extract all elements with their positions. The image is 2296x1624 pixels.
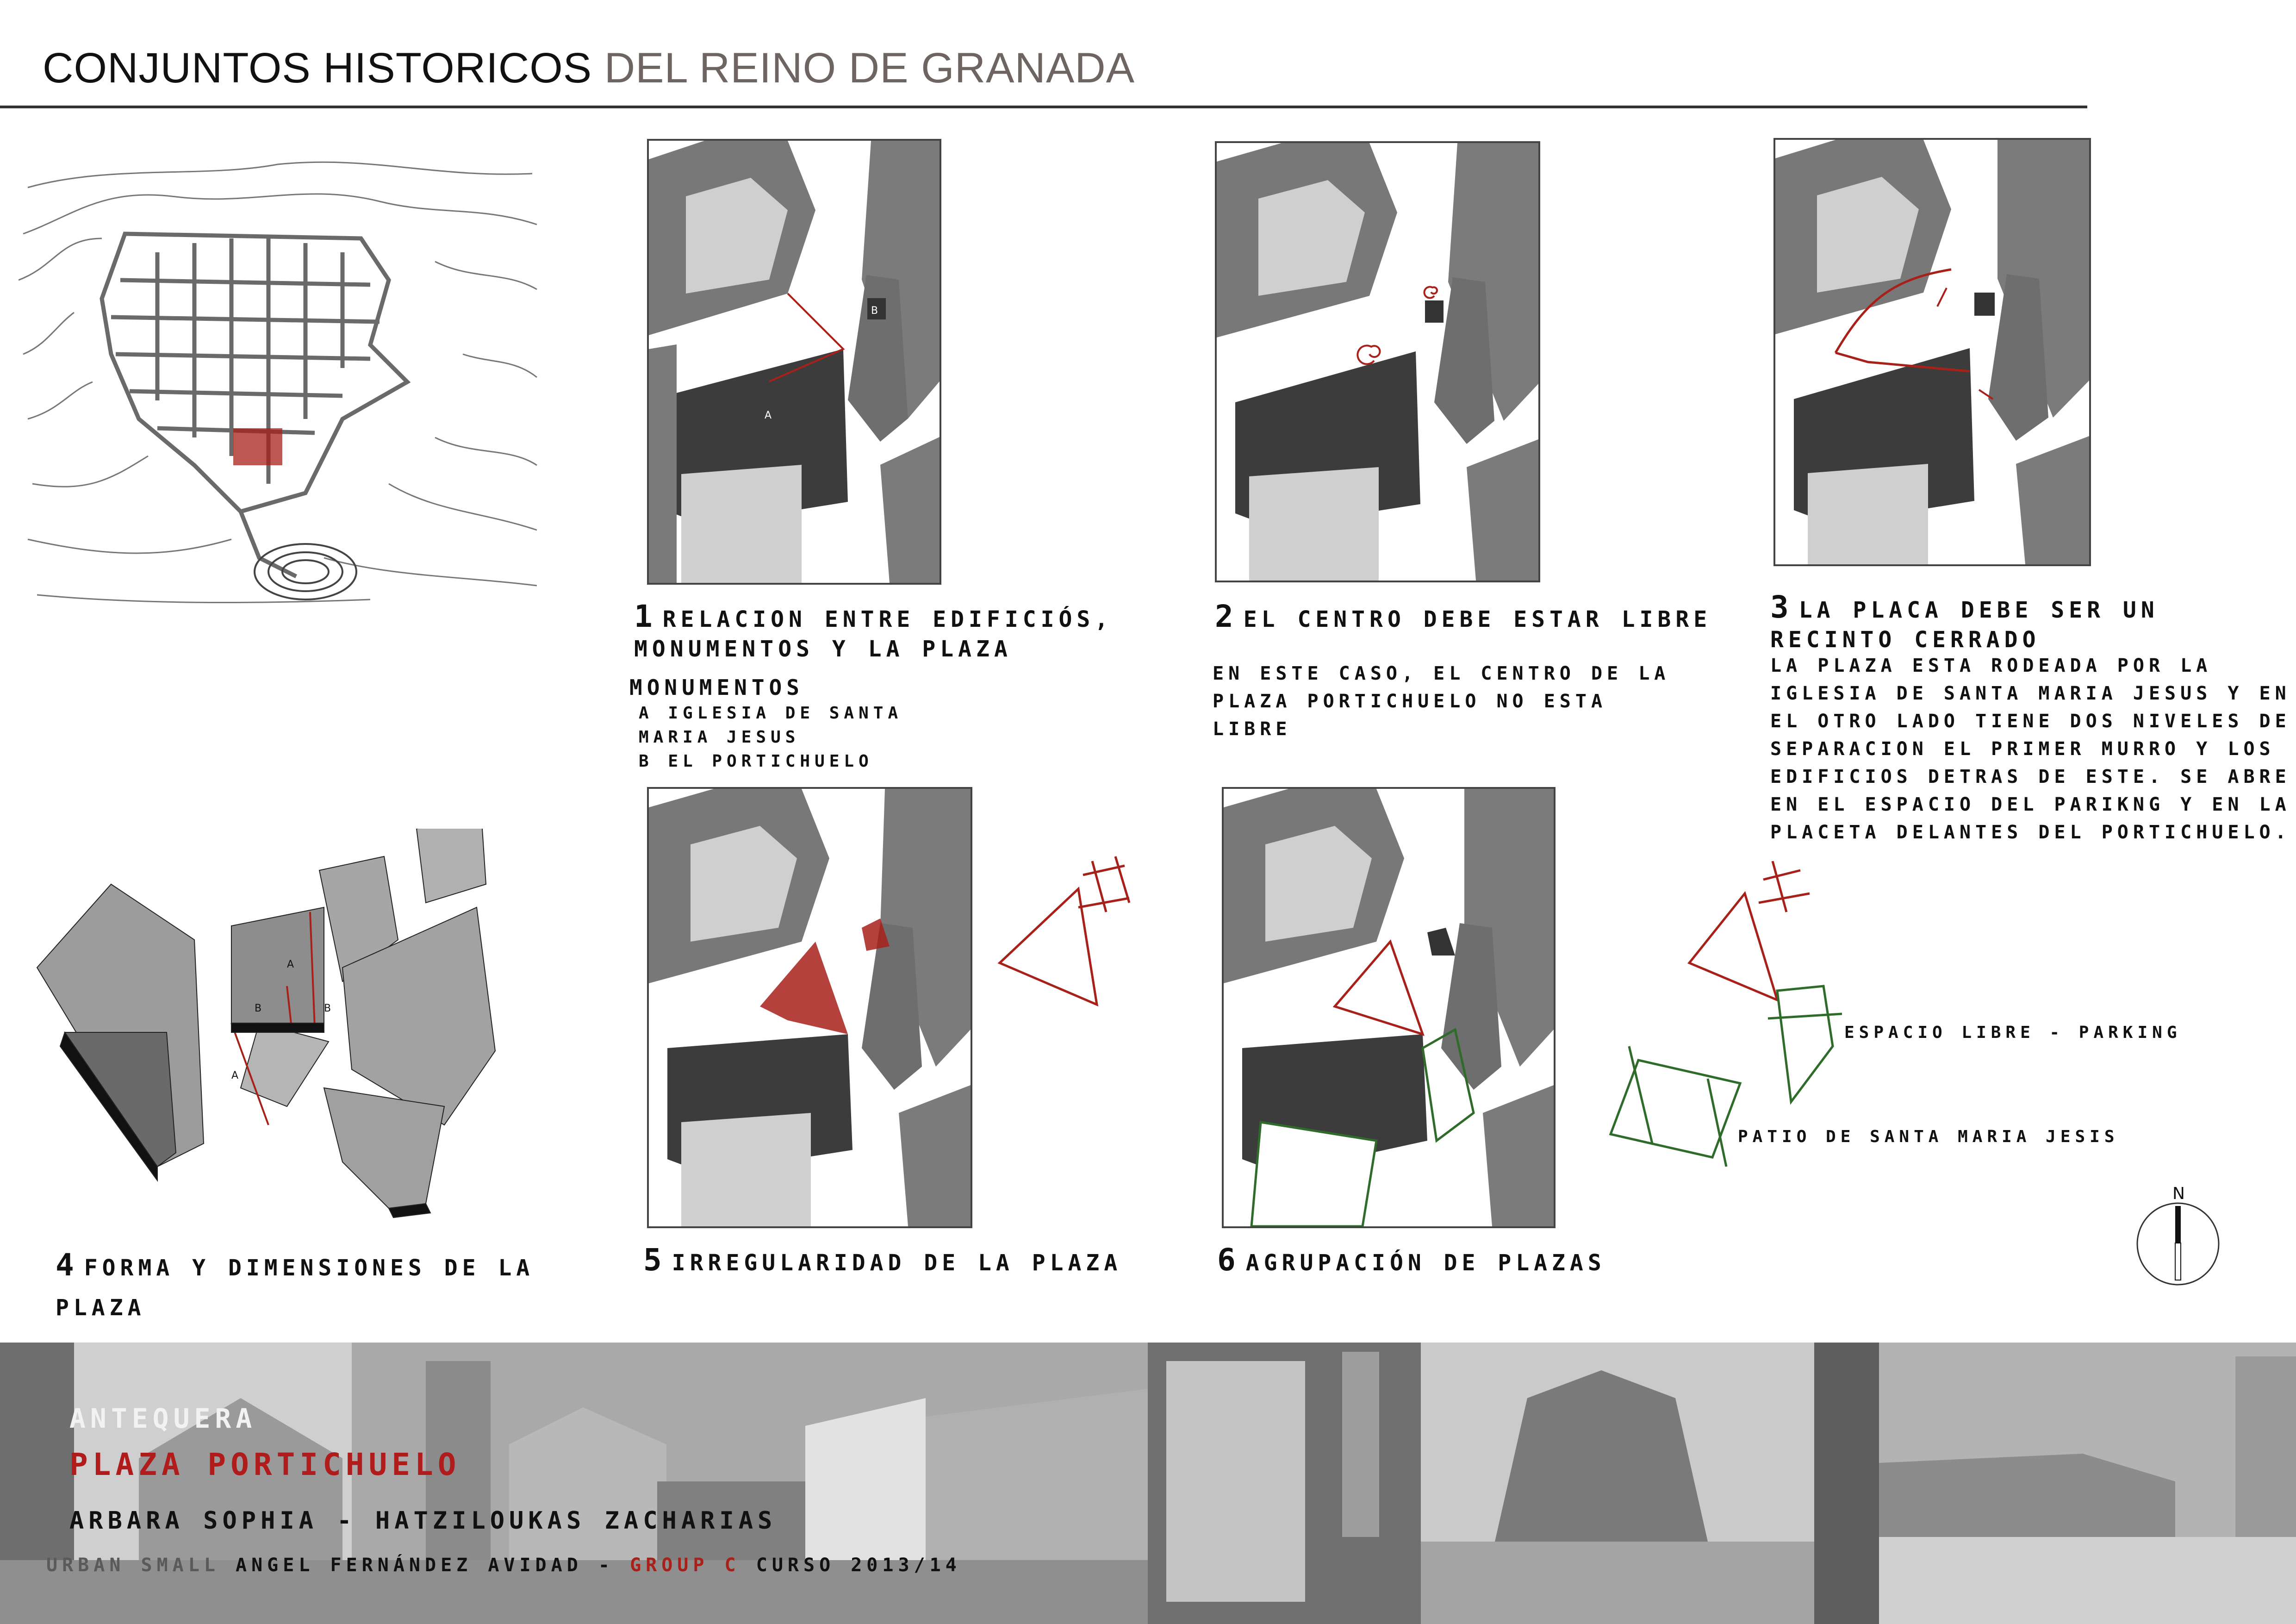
outline-grouping-svg [1609, 861, 1842, 1167]
legend-patio: PATIO DE SANTA MARIA JESIS [1738, 1127, 2119, 1146]
footer-urban: URBAN SMALL [46, 1555, 220, 1576]
photo-strip: ANTEQUERA PLAZA PORTICHUELO ARBARA SOPHI… [0, 1343, 2296, 1624]
north-arrow-svg: N [2136, 1184, 2220, 1286]
plan-3 [1773, 138, 2091, 566]
legend-parking: ESPACIO LIBRE - PARKING [1844, 1023, 2182, 1042]
plan-1: B A [647, 139, 941, 585]
monumentos-heading: MONUMENTOS [629, 675, 804, 700]
axonometric-svg: A B B A [36, 814, 496, 1218]
north-label: N [2172, 1184, 2185, 1203]
footer-plaza: PLAZA PORTICHUELO [69, 1447, 461, 1482]
title-light: DEL REINO DE GRANADA [604, 44, 1135, 92]
monumento-b: B EL PORTICHUELO [639, 752, 873, 771]
plan-1-label-b: B [871, 305, 878, 317]
plan-5-svg [649, 789, 971, 1226]
footer-group: GROUP C [630, 1555, 740, 1576]
plan-6-svg [1224, 789, 1554, 1228]
plan-2-svg [1217, 143, 1538, 581]
monumento-a: A IGLESIA DE SANTA MARIA JESUS [639, 704, 903, 747]
footer-city: ANTEQUERA [69, 1403, 257, 1434]
footer-course: CURSO 2013/14 [756, 1555, 961, 1576]
topographic-map-svg [18, 161, 537, 604]
monumentos-block: MONUMENTOS A IGLESIA DE SANTA MARIA JESU… [629, 674, 1046, 774]
outline-red-svg [997, 856, 1131, 1007]
context-map [18, 160, 541, 613]
plan-3-svg [1775, 140, 2089, 564]
plan-5 [647, 787, 972, 1228]
plan-6-outline [1601, 861, 1847, 1167]
footer-credits: URBAN SMALL ANGEL FERNÁNDEZ AVIDAD - GRO… [46, 1555, 961, 1576]
axon-label-b2: B [324, 1003, 331, 1014]
plan-1-svg: B A [649, 141, 940, 583]
plan-6 [1222, 787, 1556, 1228]
page-title: CONJUNTOS HISTORICOS DEL REINO DE GRANAD… [43, 44, 1135, 93]
axon-label-a2: A [231, 1070, 238, 1081]
footer-authors: ARBARA SOPHIA - HATZILOUKAS ZACHARIAS [69, 1507, 777, 1535]
section-2-note: EN ESTE CASO, EL CENTRO DE LA PLAZA PORT… [1213, 663, 1670, 740]
section-3-note: LA PLAZA ESTA RODEADA POR LA IGLESIA DE … [1770, 655, 2291, 843]
axonometric-model: A B B A [28, 814, 537, 1222]
photo-strip-svg [0, 1343, 2296, 1624]
site-highlight [233, 428, 282, 465]
plan-2 [1215, 141, 1540, 582]
title-dark: CONJUNTOS HISTORICOS [43, 44, 592, 92]
axon-label-a: A [287, 959, 294, 970]
title-rule [0, 106, 2087, 108]
plan-1-label-a: A [765, 410, 772, 421]
plan-5-outline [990, 847, 1143, 1023]
axon-label-b1: B [255, 1003, 261, 1014]
footer-teacher: ANGEL FERNÁNDEZ AVIDAD - [236, 1555, 614, 1576]
north-arrow: N [2134, 1178, 2226, 1289]
